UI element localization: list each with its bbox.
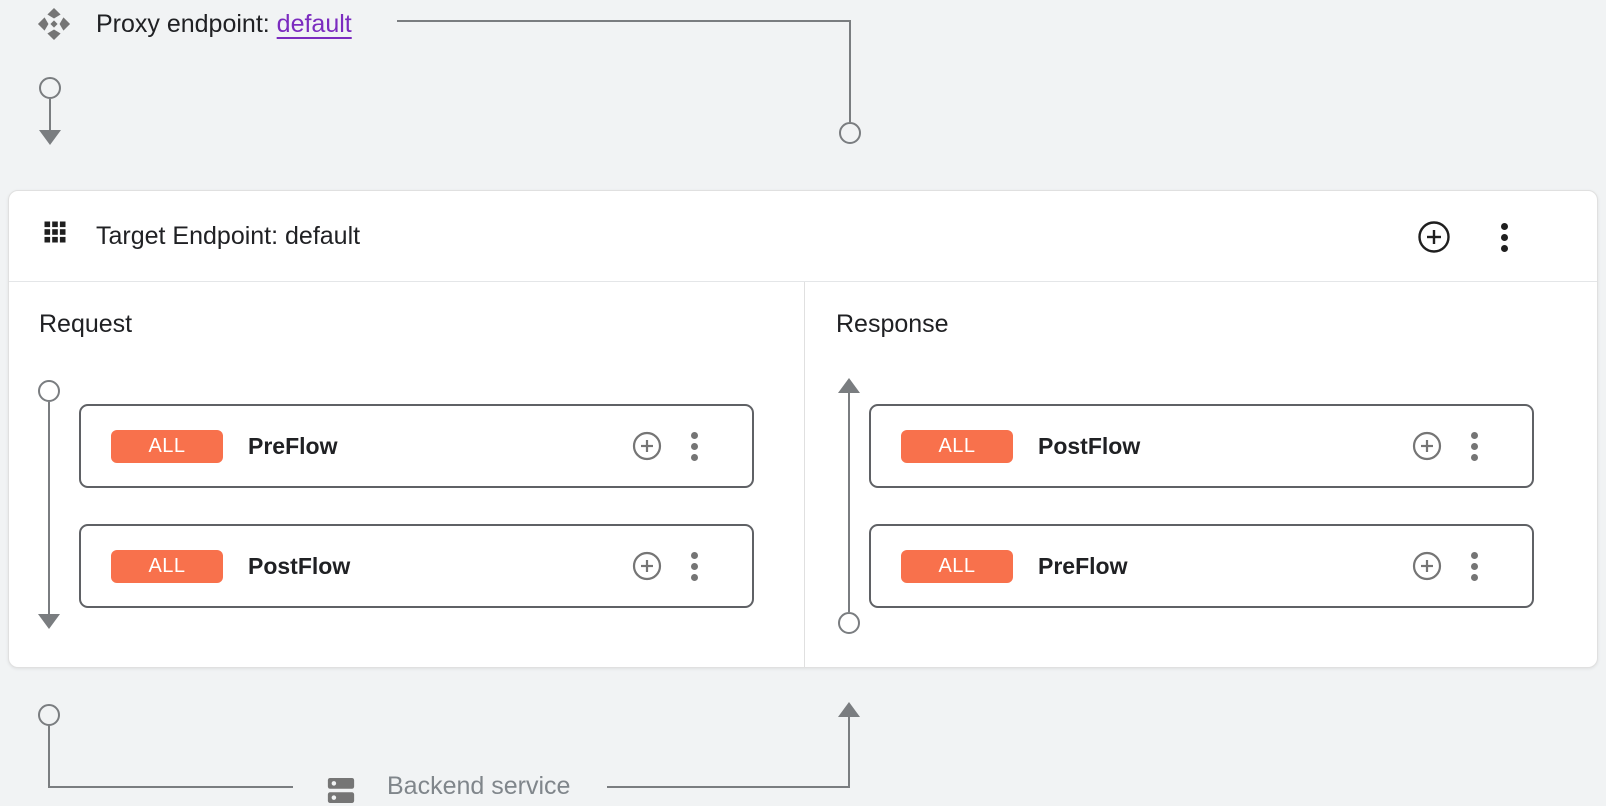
add-flow-button[interactable]: [1417, 220, 1451, 254]
connector-line: [48, 786, 293, 788]
condition-badge: ALL: [901, 429, 1013, 463]
connector-start-circle: [39, 77, 61, 99]
response-flow-start-circle: [838, 612, 860, 634]
connector-line: [607, 786, 850, 788]
flow-name: PostFlow: [248, 552, 351, 579]
connector-endpoint-circle: [839, 122, 861, 144]
proxy-endpoint-link[interactable]: default: [276, 10, 352, 38]
response-preflow-card[interactable]: ALL PreFlow: [869, 524, 1534, 608]
add-policy-button[interactable]: [1412, 431, 1442, 461]
request-flow-line: [48, 402, 50, 614]
target-endpoint-grid-icon: [44, 221, 66, 243]
target-endpoint-title: Target Endpoint: default: [96, 222, 361, 250]
response-postflow-card[interactable]: ALL PostFlow: [869, 404, 1534, 488]
target-endpoint-panel: Target Endpoint: default Request ALL Pre…: [8, 190, 1598, 668]
connector-line: [49, 99, 51, 130]
flow-name: PostFlow: [1038, 432, 1141, 459]
backend-service-icon: [327, 778, 355, 803]
connector-line: [397, 20, 851, 22]
condition-badge: ALL: [111, 429, 223, 463]
flow-menu-button[interactable]: [686, 430, 702, 462]
add-policy-button[interactable]: [1412, 551, 1442, 581]
condition-badge: ALL: [111, 549, 223, 583]
endpoint-menu-button[interactable]: [1491, 220, 1517, 254]
flow-menu-button[interactable]: [1466, 430, 1482, 462]
arrow-down-icon: [39, 130, 61, 145]
proxy-endpoint-label: Proxy endpoint: default: [96, 9, 352, 39]
backend-connector-circle: [38, 704, 60, 726]
request-flow-start-circle: [38, 380, 60, 402]
flow-name: PreFlow: [248, 432, 338, 459]
request-response-divider: [804, 282, 805, 667]
connector-line: [848, 716, 850, 788]
target-endpoint-header: Target Endpoint: default: [9, 191, 1597, 282]
arrow-up-icon: [838, 702, 860, 717]
backend-service-label: Backend service: [387, 772, 571, 800]
connector-line: [48, 725, 50, 787]
response-section-label: Response: [836, 310, 949, 338]
connector-line: [849, 20, 851, 122]
arrow-up-icon: [838, 378, 860, 393]
proxy-endpoint-text: Proxy endpoint:: [96, 10, 270, 38]
request-preflow-card[interactable]: ALL PreFlow: [79, 404, 754, 488]
condition-badge: ALL: [901, 549, 1013, 583]
target-endpoint-body: Request ALL PreFlow: [9, 282, 1597, 667]
flow-menu-button[interactable]: [1466, 550, 1482, 582]
request-postflow-card[interactable]: ALL PostFlow: [79, 524, 754, 608]
arrow-down-icon: [38, 614, 60, 629]
flow-menu-button[interactable]: [686, 550, 702, 582]
request-section-label: Request: [39, 310, 133, 338]
add-policy-button[interactable]: [632, 551, 662, 581]
proxy-endpoint-icon: [37, 7, 71, 41]
add-policy-button[interactable]: [632, 431, 662, 461]
response-flow-line: [848, 393, 850, 612]
flow-name: PreFlow: [1038, 552, 1128, 579]
